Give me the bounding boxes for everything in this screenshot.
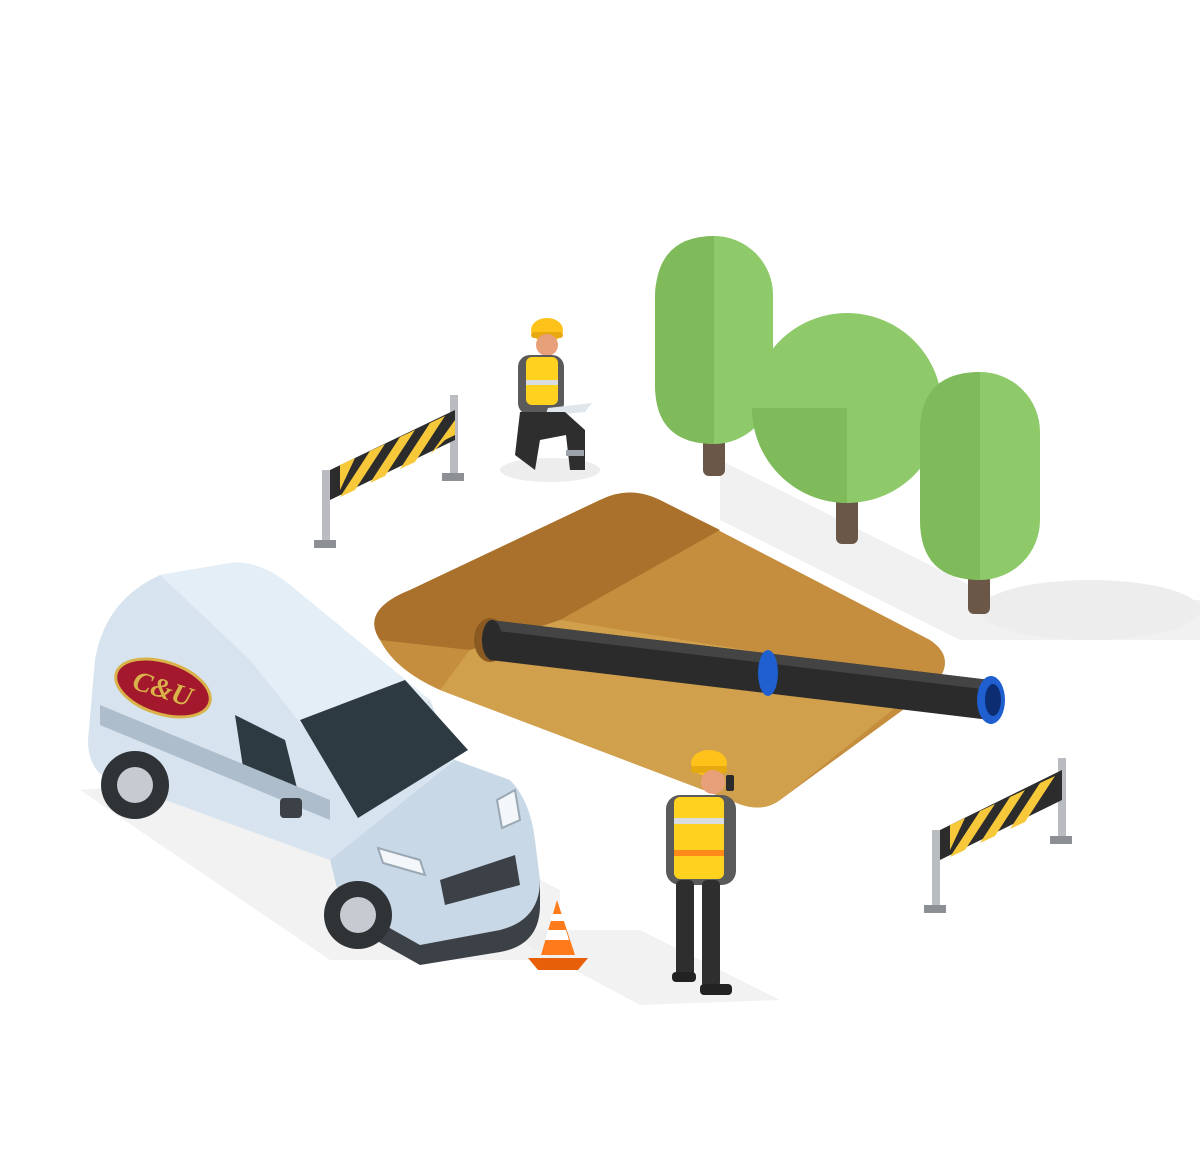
- tree-left: [655, 236, 773, 476]
- traffic-cone: [528, 900, 588, 970]
- barrier-top-left: [314, 395, 464, 548]
- worker-standing: [666, 750, 736, 995]
- pipe: [474, 618, 1005, 724]
- barrier-bottom-right: [924, 758, 1072, 913]
- van-logo: C&U: [114, 657, 212, 719]
- tree-middle: [752, 313, 942, 544]
- tree-right: [920, 372, 1040, 614]
- worker-kneeling: [515, 318, 592, 470]
- van: [88, 562, 540, 965]
